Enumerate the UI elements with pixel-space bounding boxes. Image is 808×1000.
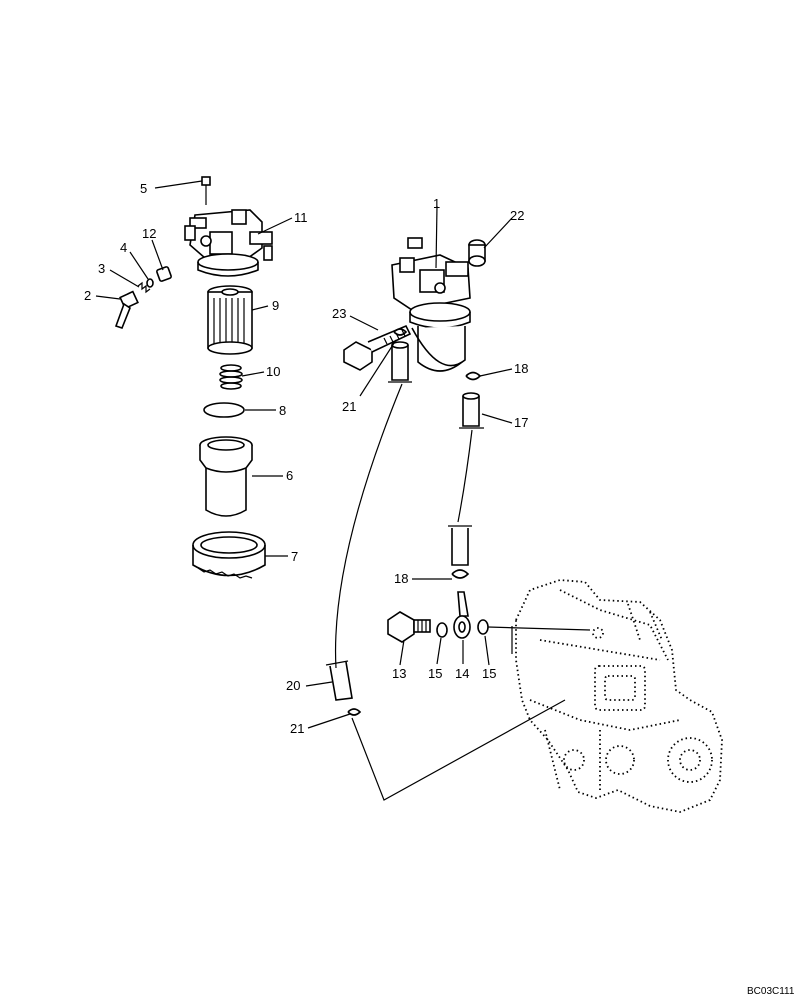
part-22-cap bbox=[468, 239, 486, 267]
callout-2: 2 bbox=[84, 288, 91, 303]
callout-15-right: 15 bbox=[482, 666, 496, 681]
callout-11: 11 bbox=[294, 210, 308, 225]
part-21-clamp-upper bbox=[393, 328, 408, 336]
part-4-o-ring bbox=[146, 278, 154, 288]
part-23-bolt bbox=[343, 324, 412, 371]
callout-4: 4 bbox=[120, 240, 127, 255]
callout-1: 1 bbox=[433, 196, 440, 211]
part-15-washer-left bbox=[436, 622, 448, 638]
callout-3: 3 bbox=[98, 261, 105, 276]
part-17-hose bbox=[448, 392, 484, 566]
callout-21-upper: 21 bbox=[342, 399, 356, 414]
callout-6: 6 bbox=[286, 468, 293, 483]
part-15-washer-right bbox=[477, 619, 489, 635]
callout-5: 5 bbox=[140, 181, 147, 196]
callout-18-upper: 18 bbox=[514, 361, 528, 376]
exploded-filter-assembly bbox=[114, 176, 273, 579]
part-8-o-ring bbox=[203, 402, 245, 418]
leader-lines bbox=[95, 180, 591, 729]
callout-labels: 5 11 12 4 3 2 9 10 8 6 7 1 22 23 21 18 1… bbox=[84, 181, 528, 736]
part-12-nut bbox=[156, 266, 172, 282]
part-11-filter-head bbox=[184, 209, 273, 277]
part-21-hose-upper bbox=[388, 341, 412, 383]
part-21-clamp-lower bbox=[347, 708, 362, 716]
part-9-filter-element bbox=[207, 285, 253, 355]
callout-22: 22 bbox=[510, 208, 524, 223]
callout-10: 10 bbox=[266, 364, 280, 379]
part-10-spring bbox=[219, 364, 243, 390]
part-3-spring bbox=[137, 281, 151, 294]
part-2-drain-cock bbox=[114, 290, 139, 329]
fuel-lines bbox=[325, 328, 566, 801]
part-20-hose-end bbox=[325, 660, 353, 701]
callout-15-left: 15 bbox=[428, 666, 442, 681]
callout-9: 9 bbox=[272, 298, 279, 313]
drawing-code: BC03C111 bbox=[747, 986, 795, 997]
part-18-clamp-upper bbox=[465, 371, 482, 381]
callout-20: 20 bbox=[286, 678, 300, 693]
callout-12: 12 bbox=[142, 226, 156, 241]
part-5-bleed-screw bbox=[201, 176, 211, 205]
part-6-filter-bowl bbox=[199, 436, 253, 517]
callout-21-lower: 21 bbox=[290, 721, 304, 736]
assembled-filter bbox=[343, 237, 486, 372]
part-20-hose-line bbox=[334, 383, 403, 669]
callout-8: 8 bbox=[279, 403, 286, 418]
injection-pump bbox=[511, 579, 723, 813]
callout-7: 7 bbox=[291, 549, 298, 564]
part-18-clamp-lower bbox=[451, 569, 470, 579]
part-13-banjo-bolt bbox=[387, 611, 431, 643]
callout-13: 13 bbox=[392, 666, 406, 681]
part-7-ring-nut bbox=[192, 531, 266, 579]
callout-18-lower: 18 bbox=[394, 571, 408, 586]
callout-17: 17 bbox=[514, 415, 528, 430]
callout-23: 23 bbox=[332, 306, 346, 321]
return-line bbox=[351, 699, 566, 801]
callout-14: 14 bbox=[455, 666, 469, 681]
part-14-banjo-fitting bbox=[453, 591, 471, 639]
